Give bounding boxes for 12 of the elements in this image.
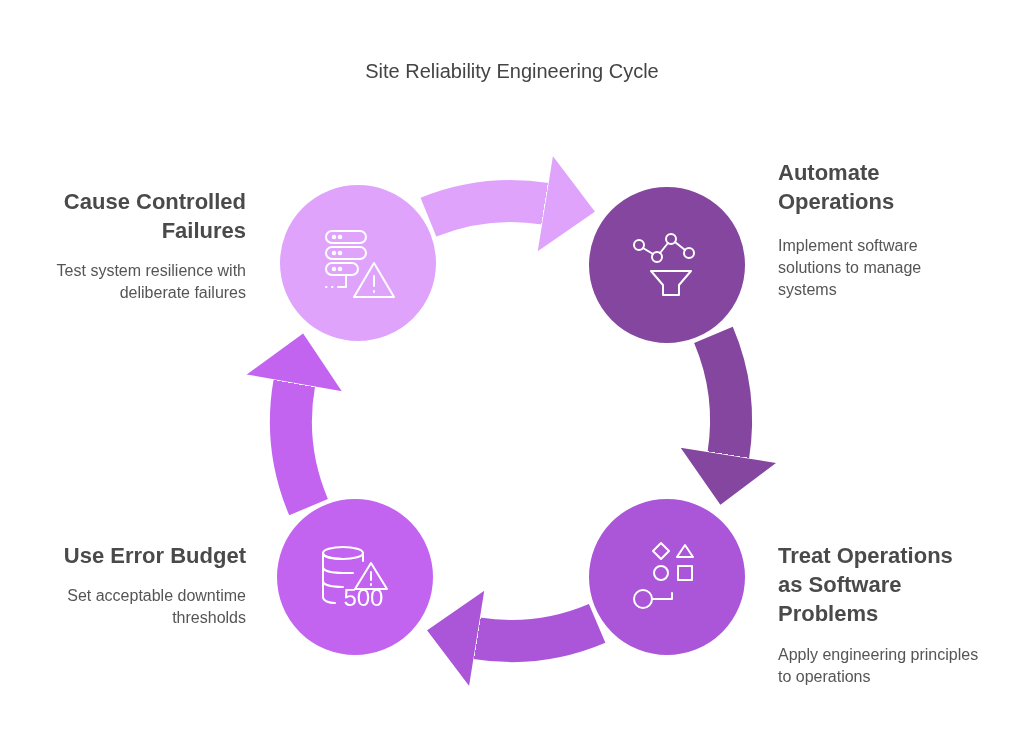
step-description: Test system resilience with deliberate failures (55, 261, 246, 303)
step-description: Apply engineering principles to operations (778, 645, 980, 687)
error-code-text: 500 (343, 585, 384, 610)
step-description: Implement software solutions to manage systems (778, 236, 923, 300)
step-description: Set acceptable downtime thresholds (66, 586, 246, 628)
step-heading: Use Error Budget (62, 542, 246, 570)
diagram-title: Site Reliability Engineering Cycle (364, 60, 660, 83)
step-heading: Treat Operations as Software Problems (778, 542, 954, 628)
step-heading: Cause Controlled Failures (62, 188, 246, 245)
cycle-arrow (243, 331, 345, 515)
step-heading: Automate Operations (778, 159, 896, 216)
cycle-arrow (424, 587, 605, 689)
